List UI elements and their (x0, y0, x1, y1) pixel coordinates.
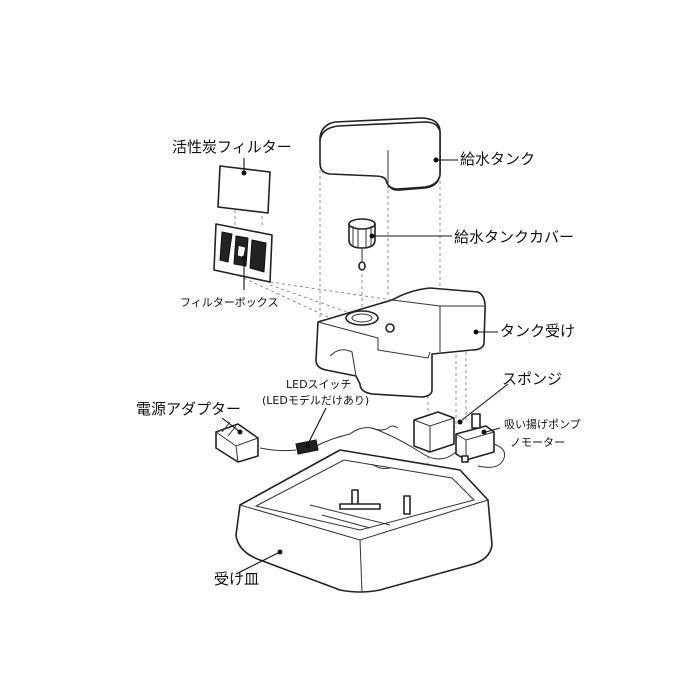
leader-lines (221, 157, 509, 575)
water-tank-label: 給水タンク (460, 150, 535, 168)
pump-label-line1: 吸い揚げポンプ (504, 418, 581, 431)
sponge-label: スポンジ (502, 370, 562, 388)
led-switch-label-line1: LEDスイッチ (286, 378, 352, 391)
carbon-filter-label: 活性炭フィルター (172, 138, 292, 156)
power-adapter-label: 電源アダプター (136, 400, 241, 418)
water-tank-cover-label: 給水タンクカバー (454, 228, 574, 246)
tank-holder-label: タンク受け (500, 322, 575, 340)
cables (259, 425, 457, 460)
tray-label: 受け皿 (214, 570, 259, 588)
sponge (413, 411, 455, 453)
carbon-filter-sheet (217, 165, 271, 214)
water-tank (319, 117, 441, 191)
filter-box (213, 223, 273, 283)
tank-cover-cap (348, 218, 376, 271)
pump-label-line2: ノモーター (510, 436, 565, 449)
led-switch-label-line2: (LEDモデルだけあり) (262, 393, 369, 407)
pump-motor (455, 413, 506, 468)
tray (235, 449, 493, 593)
filter-box-label: フィルターボックス (180, 296, 278, 309)
power-adapter (215, 421, 259, 463)
tank-holder (315, 287, 486, 398)
